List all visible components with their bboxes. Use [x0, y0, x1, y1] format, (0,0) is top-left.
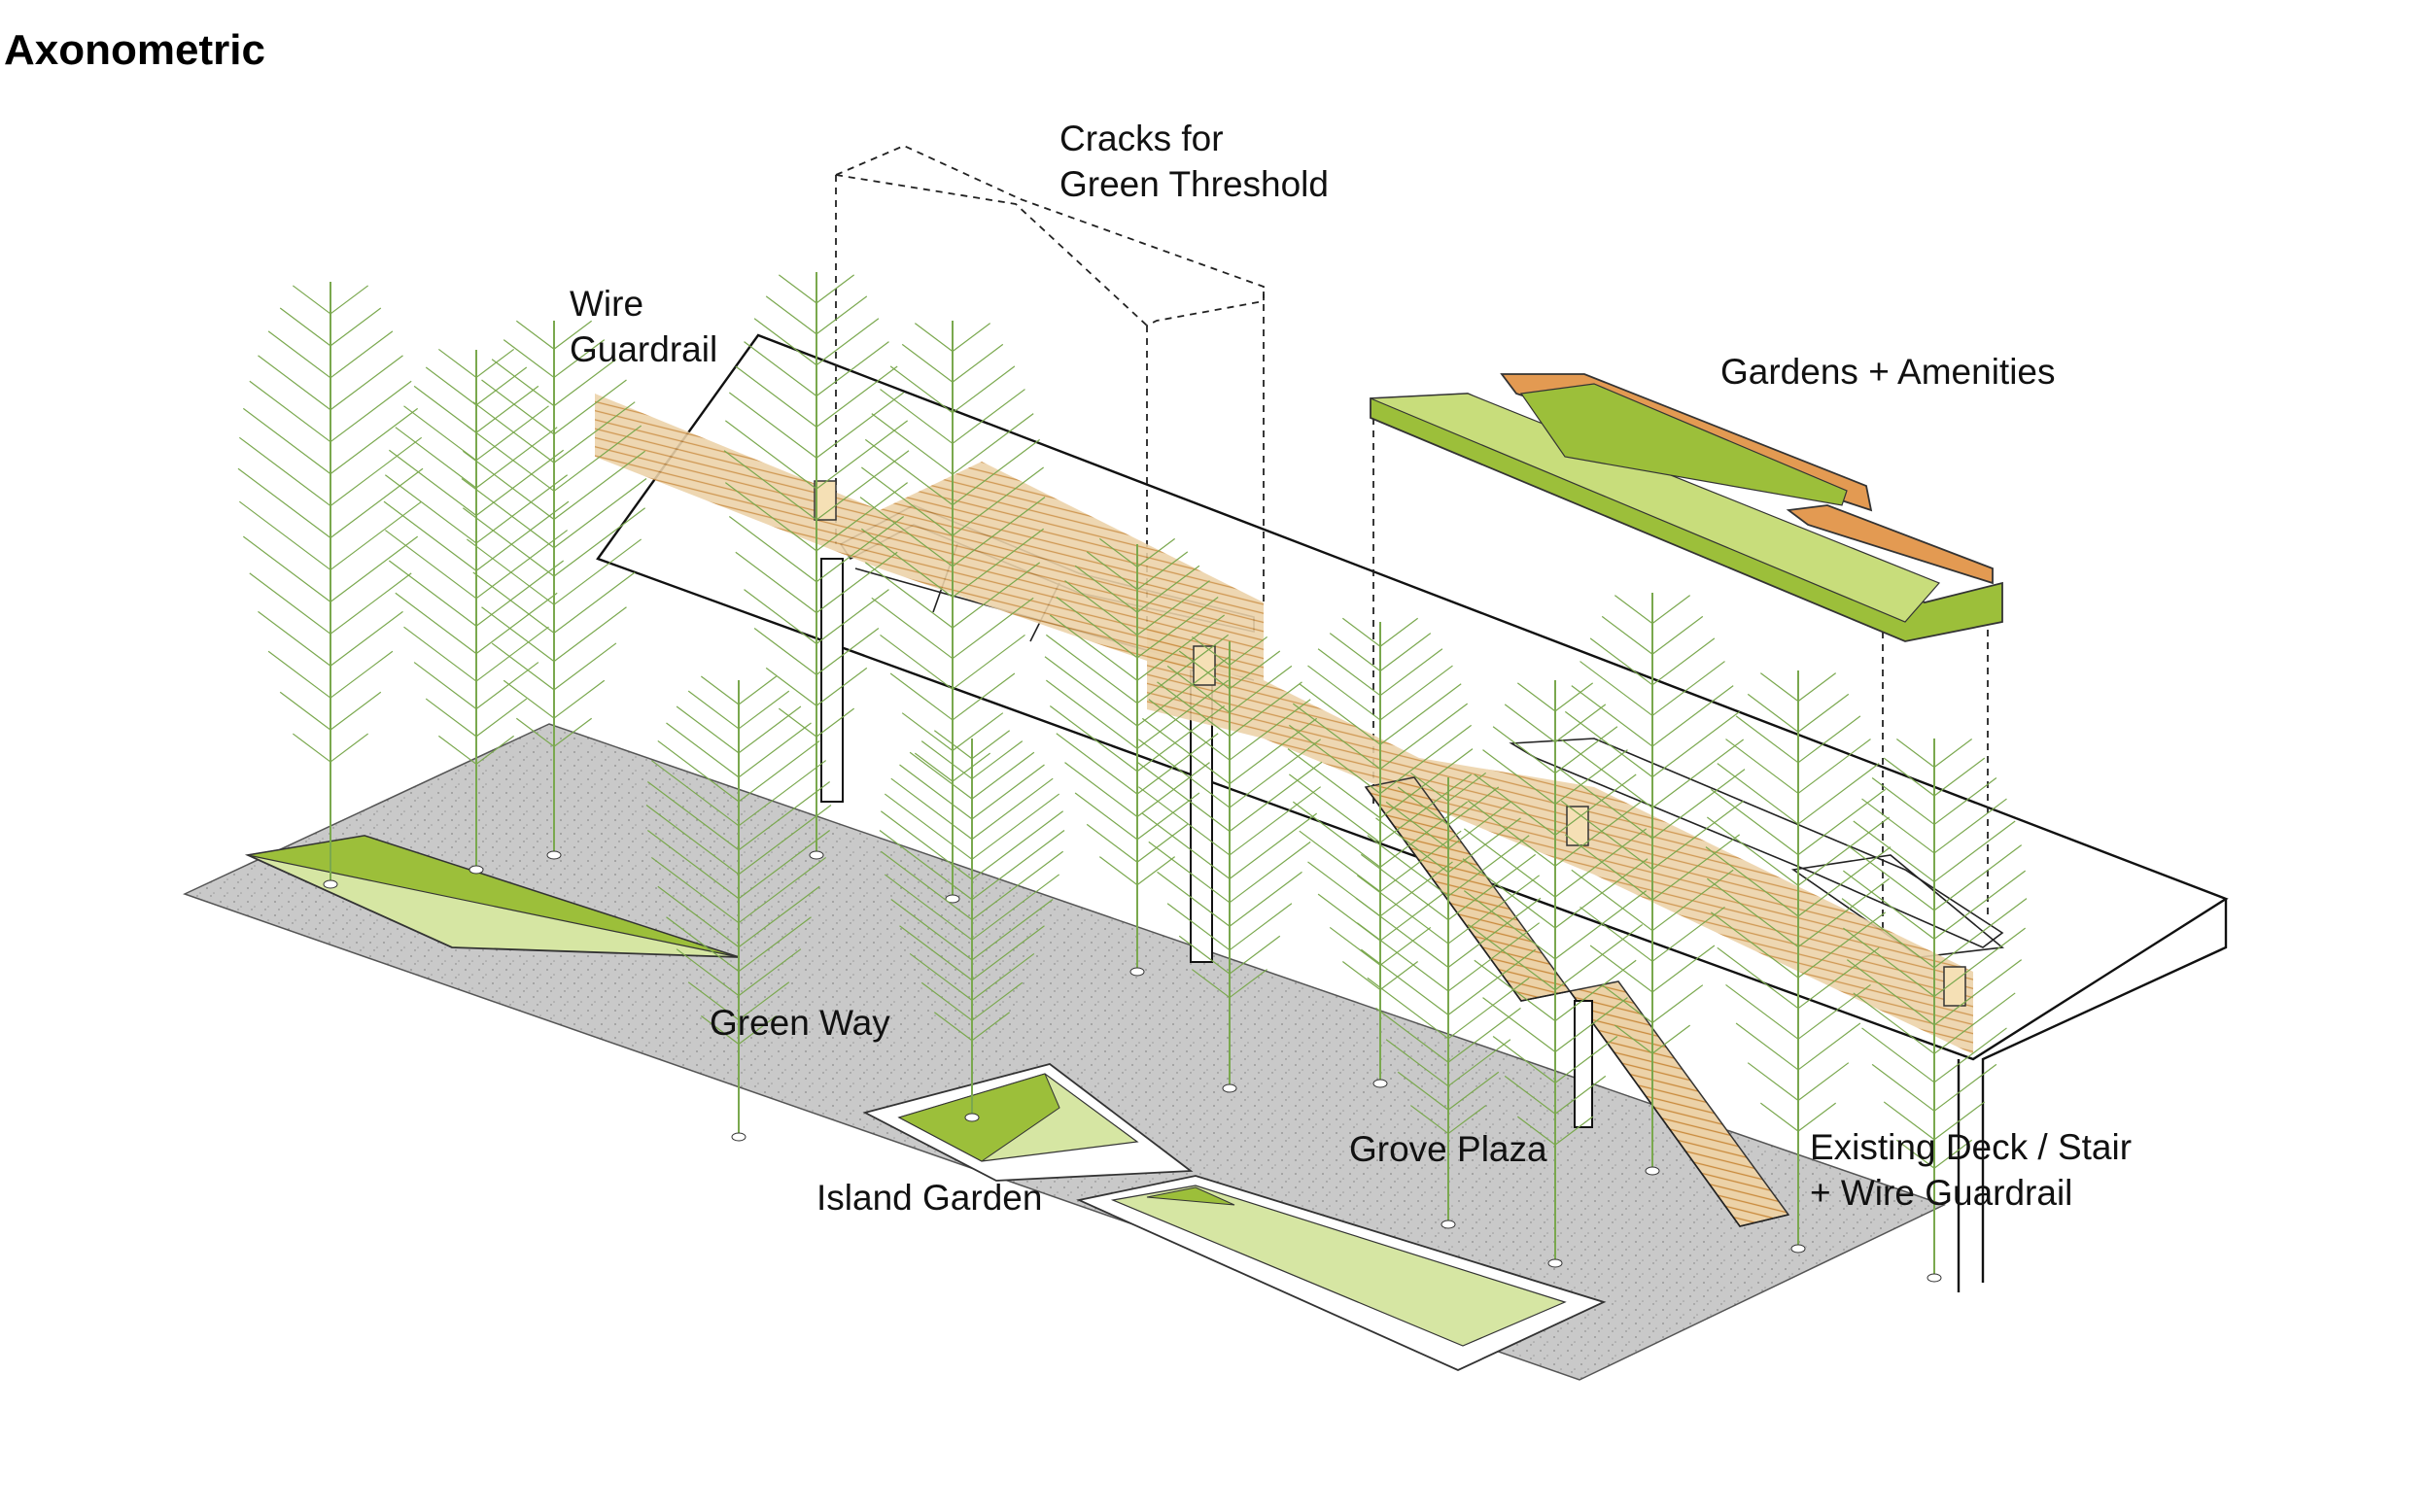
diagram-heading: Axonometric	[4, 26, 265, 74]
label-cracks-line-2: Green Threshold	[1059, 164, 1329, 204]
ground-plane	[183, 723, 1946, 1381]
tree	[645, 675, 832, 1142]
tree	[723, 272, 910, 860]
label-wire-guardrail-line-1: Wire	[570, 284, 643, 324]
deck-edge-band	[1981, 899, 2228, 1283]
tree	[1287, 617, 1474, 1088]
label-green-way: Green Way	[710, 1003, 890, 1043]
tree	[879, 730, 1065, 1122]
garden-projection-lines	[1372, 418, 1989, 928]
wire-guardrail-band	[595, 394, 1973, 1054]
tree	[1559, 593, 1746, 1176]
tree	[1841, 739, 2028, 1283]
tree	[1705, 670, 1892, 1254]
tree	[237, 282, 424, 889]
label-grove-plaza: Grove Plaza	[1349, 1129, 1547, 1169]
tree	[383, 348, 570, 875]
label-cracks-line-1: Cracks for	[1059, 119, 1224, 158]
trees	[237, 272, 2028, 1283]
gardens-amenities-elements	[1370, 373, 2003, 642]
label-existing-deck-line-1: Existing Deck / Stair	[1810, 1127, 2132, 1167]
label-wire-guardrail-line-2: Guardrail	[570, 329, 717, 369]
tree	[1355, 772, 1542, 1229]
tree	[859, 321, 1046, 904]
label-island-garden: Island Garden	[816, 1178, 1042, 1218]
tree	[1462, 680, 1649, 1268]
tree	[1044, 537, 1231, 977]
label-gardens-amenities: Gardens + Amenities	[1720, 352, 2056, 392]
stair	[1364, 776, 1790, 1227]
island-gardens	[862, 1063, 1607, 1371]
label-existing-deck-line-2: + Wire Guardrail	[1810, 1173, 2072, 1213]
post-lamps	[814, 480, 1966, 1007]
tree	[1136, 636, 1323, 1093]
tree	[461, 320, 647, 860]
